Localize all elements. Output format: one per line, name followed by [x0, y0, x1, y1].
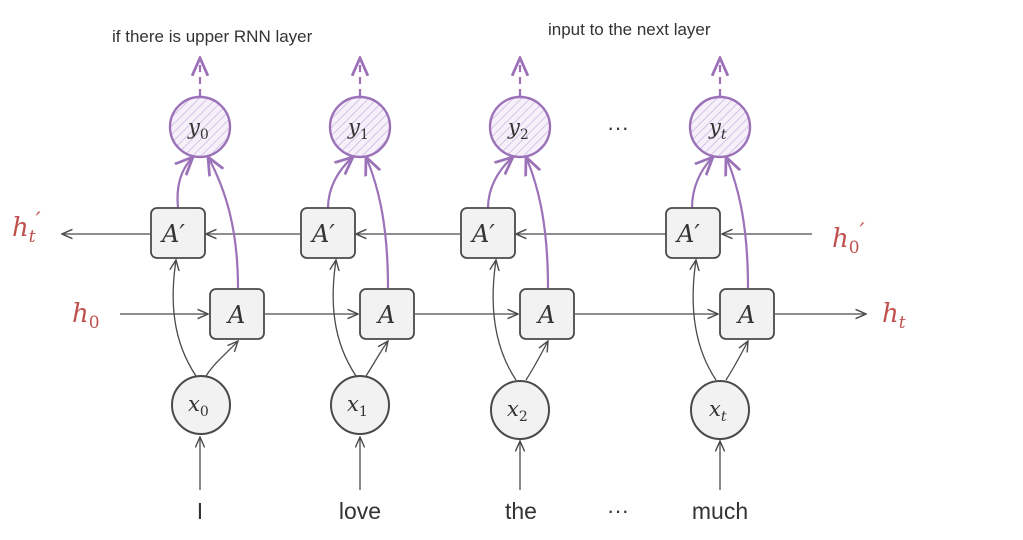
svg-text:x1: x1 [347, 392, 368, 420]
word-0: I [197, 498, 203, 524]
word-input-arrows [200, 437, 720, 490]
output-label-3: y [708, 115, 722, 139]
output-sub-0: 0 [200, 127, 209, 143]
input-sub-3: t [721, 409, 727, 425]
word-2: the [505, 498, 537, 524]
backward-cell-2 [460, 207, 516, 259]
input-label-0: x [188, 392, 200, 416]
next-layer-note: input to the next layer [548, 20, 711, 39]
svg-text:y0: y0 [187, 115, 209, 143]
forward-initial-state: h0 [72, 299, 100, 333]
cell-to-output-arrows [178, 157, 750, 289]
backward-cell-1 [300, 207, 356, 259]
backward-cell-label-1: A′ [310, 220, 335, 248]
output-sub-2: 2 [520, 127, 529, 143]
input-sub-0: 0 [200, 404, 209, 420]
input-node-2 [490, 380, 550, 440]
svg-text:y1: y1 [347, 115, 369, 143]
backward-cell-label-3: A′ [675, 220, 700, 248]
output-label-1: y [347, 115, 361, 139]
backward-cell-labels: A′ A′ A′ A′ [160, 220, 700, 248]
forward-cell-label-0: A [226, 301, 245, 329]
output-node-0 [168, 95, 232, 159]
backward-cell-label-2: A′ [470, 220, 495, 248]
input-label-3: x [709, 397, 721, 421]
forward-cell-1 [359, 288, 415, 340]
forward-cells [209, 288, 775, 340]
output-labels: y0 y1 y2 yt [187, 115, 727, 143]
svg-text:xt: xt [709, 397, 727, 425]
backward-initial-state: h0′ [832, 220, 865, 258]
upper-layer-arrows [200, 58, 720, 96]
backward-cells [150, 207, 721, 259]
forward-cell-0 [209, 288, 265, 340]
input-labels: x0 x1 x2 xt [188, 392, 727, 425]
output-node-2 [488, 95, 552, 159]
word-3: much [692, 498, 748, 524]
word-ellipsis: ··· [607, 498, 629, 523]
input-label-1: x [347, 392, 359, 416]
input-node-3 [690, 380, 750, 440]
svg-text:yt: yt [708, 115, 727, 143]
input-node-1 [330, 375, 390, 435]
forward-output-state: ht [882, 299, 906, 333]
forward-cell-label-3: A [736, 301, 755, 329]
output-node-1 [328, 95, 392, 159]
svg-text:x0: x0 [188, 392, 209, 420]
input-to-cell-arrows [173, 260, 748, 381]
output-label-0: y [187, 115, 201, 139]
word-1: love [339, 498, 381, 524]
input-sub-2: 2 [519, 409, 528, 425]
upper-layer-note: if there is upper RNN layer [112, 27, 313, 46]
forward-cell-label-2: A [536, 301, 555, 329]
svg-text:y2: y2 [507, 115, 529, 143]
svg-text:x2: x2 [507, 397, 528, 425]
backward-cell-0 [150, 207, 206, 259]
input-words: I love the much [197, 498, 748, 524]
backward-output-state: ht′ [12, 209, 41, 247]
output-sub-3: t [721, 127, 727, 143]
output-ellipsis: ··· [607, 115, 629, 140]
output-node-3 [688, 95, 752, 159]
output-label-2: y [507, 115, 521, 139]
input-label-2: x [507, 397, 519, 421]
forward-cell-3 [719, 288, 775, 340]
output-nodes [168, 95, 752, 159]
output-sub-1: 1 [360, 127, 369, 143]
forward-cell-label-1: A [376, 301, 395, 329]
backward-cell-label-0: A′ [160, 220, 185, 248]
input-nodes [171, 375, 750, 440]
forward-cell-labels: A A A A [226, 301, 755, 329]
input-node-0 [171, 375, 231, 435]
input-sub-1: 1 [359, 404, 368, 420]
forward-cell-2 [519, 288, 575, 340]
backward-cell-3 [665, 207, 721, 259]
